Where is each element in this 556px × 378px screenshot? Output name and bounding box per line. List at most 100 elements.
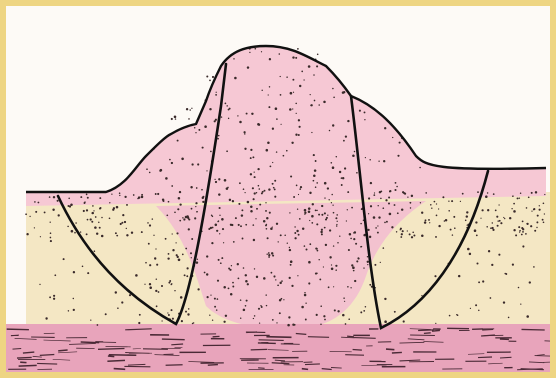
- stipple-dot: [234, 77, 237, 80]
- stipple-dot: [217, 298, 219, 300]
- stipple-dot: [225, 103, 227, 105]
- stipple-dot: [254, 315, 256, 317]
- stipple-dot: [187, 267, 189, 269]
- stipple-dot: [117, 307, 119, 309]
- stipple-dot: [512, 196, 513, 197]
- stipple-dot: [246, 300, 248, 302]
- stipple-dot: [289, 212, 290, 213]
- stipple-dot: [374, 192, 375, 193]
- stipple-dot: [241, 214, 243, 216]
- stipple-dot: [126, 234, 128, 236]
- stipple-dot: [481, 209, 483, 211]
- stipple-dot: [263, 277, 266, 280]
- stipple-dot: [228, 287, 230, 289]
- stipple-dot: [380, 262, 381, 263]
- stipple-dot: [305, 302, 306, 303]
- stipple-dot: [252, 224, 254, 226]
- stipple-dot: [316, 65, 318, 67]
- lesion-dome: [26, 46, 546, 206]
- stipple-dot: [492, 222, 493, 223]
- stipple-dot: [308, 211, 311, 214]
- stipple-dot: [266, 305, 267, 306]
- stipple-dot: [314, 100, 316, 102]
- stipple-dot: [135, 274, 138, 277]
- stipple-dot: [351, 264, 353, 266]
- stipple-dot: [497, 220, 498, 221]
- stipple-dot: [266, 217, 268, 219]
- stipple-dot: [301, 306, 304, 309]
- stipple-dot: [525, 233, 527, 235]
- stipple-dot: [257, 123, 260, 126]
- stipple-dot: [377, 225, 378, 226]
- stipple-dot: [449, 315, 451, 317]
- stipple-dot: [162, 198, 164, 200]
- stipple-dot: [299, 188, 301, 190]
- fiber-streak: [114, 369, 126, 370]
- stipple-dot: [411, 236, 413, 238]
- stipple-dot: [413, 234, 415, 236]
- stipple-dot: [286, 150, 288, 152]
- stipple-dot: [286, 76, 288, 78]
- stipple-dot: [293, 92, 294, 93]
- stipple-dot: [179, 203, 181, 205]
- stipple-dot: [316, 182, 318, 184]
- stipple-dot: [253, 318, 254, 319]
- stipple-dot: [217, 138, 219, 140]
- stipple-dot: [369, 159, 371, 161]
- stipple-dot: [300, 186, 302, 188]
- stipple-dot: [383, 160, 385, 162]
- stipple-dot: [254, 176, 256, 178]
- stipple-dot: [254, 268, 255, 269]
- fiber-streak: [347, 336, 354, 337]
- stipple-dot: [280, 124, 281, 125]
- stipple-dot: [503, 301, 505, 303]
- stipple-dot: [536, 227, 537, 228]
- stipple-dot: [391, 226, 393, 228]
- stipple-dot: [156, 305, 158, 307]
- stipple-dot: [279, 53, 281, 55]
- stipple-dot: [493, 193, 495, 195]
- stipple-dot: [310, 105, 312, 107]
- stipple-dot: [396, 186, 398, 188]
- stipple-dot: [482, 280, 484, 282]
- stipple-dot: [168, 253, 170, 255]
- stipple-dot: [250, 173, 252, 175]
- figure-canvas: [6, 6, 550, 372]
- stipple-dot: [292, 79, 294, 81]
- stipple-dot: [169, 280, 171, 282]
- stipple-dot: [537, 215, 539, 217]
- stipple-dot: [518, 287, 520, 289]
- stipple-dot: [209, 80, 211, 82]
- stipple-dot: [191, 257, 192, 258]
- stipple-dot: [233, 241, 235, 243]
- stipple-dot: [304, 245, 306, 247]
- stipple-dot: [384, 320, 387, 323]
- stipple-dot: [293, 196, 295, 198]
- stipple-dot: [211, 215, 213, 217]
- stipple-dot: [470, 308, 471, 309]
- stipple-dot: [460, 201, 461, 202]
- stipple-dot: [195, 202, 197, 204]
- stipple-dot: [304, 292, 305, 293]
- stipple-dot: [323, 266, 324, 267]
- stipple-dot: [296, 230, 298, 232]
- fiber-streak: [108, 356, 114, 357]
- stipple-dot: [119, 192, 121, 194]
- stipple-dot: [109, 217, 111, 219]
- stipple-dot: [68, 310, 69, 311]
- stipple-dot: [171, 283, 173, 285]
- stipple-dot: [172, 233, 173, 234]
- stipple-dot: [275, 279, 276, 280]
- stipple-dot: [45, 317, 47, 319]
- stipple-dot: [324, 212, 326, 214]
- stipple-dot: [111, 194, 112, 195]
- stipple-dot: [152, 218, 153, 219]
- stipple-dot: [522, 245, 524, 247]
- stipple-dot: [264, 190, 266, 192]
- stipple-dot: [321, 214, 323, 216]
- stipple-dot: [94, 250, 96, 252]
- stipple-dot: [497, 225, 499, 227]
- stipple-dot: [258, 185, 260, 187]
- stipple-dot: [274, 180, 276, 182]
- stipple-dot: [378, 161, 379, 162]
